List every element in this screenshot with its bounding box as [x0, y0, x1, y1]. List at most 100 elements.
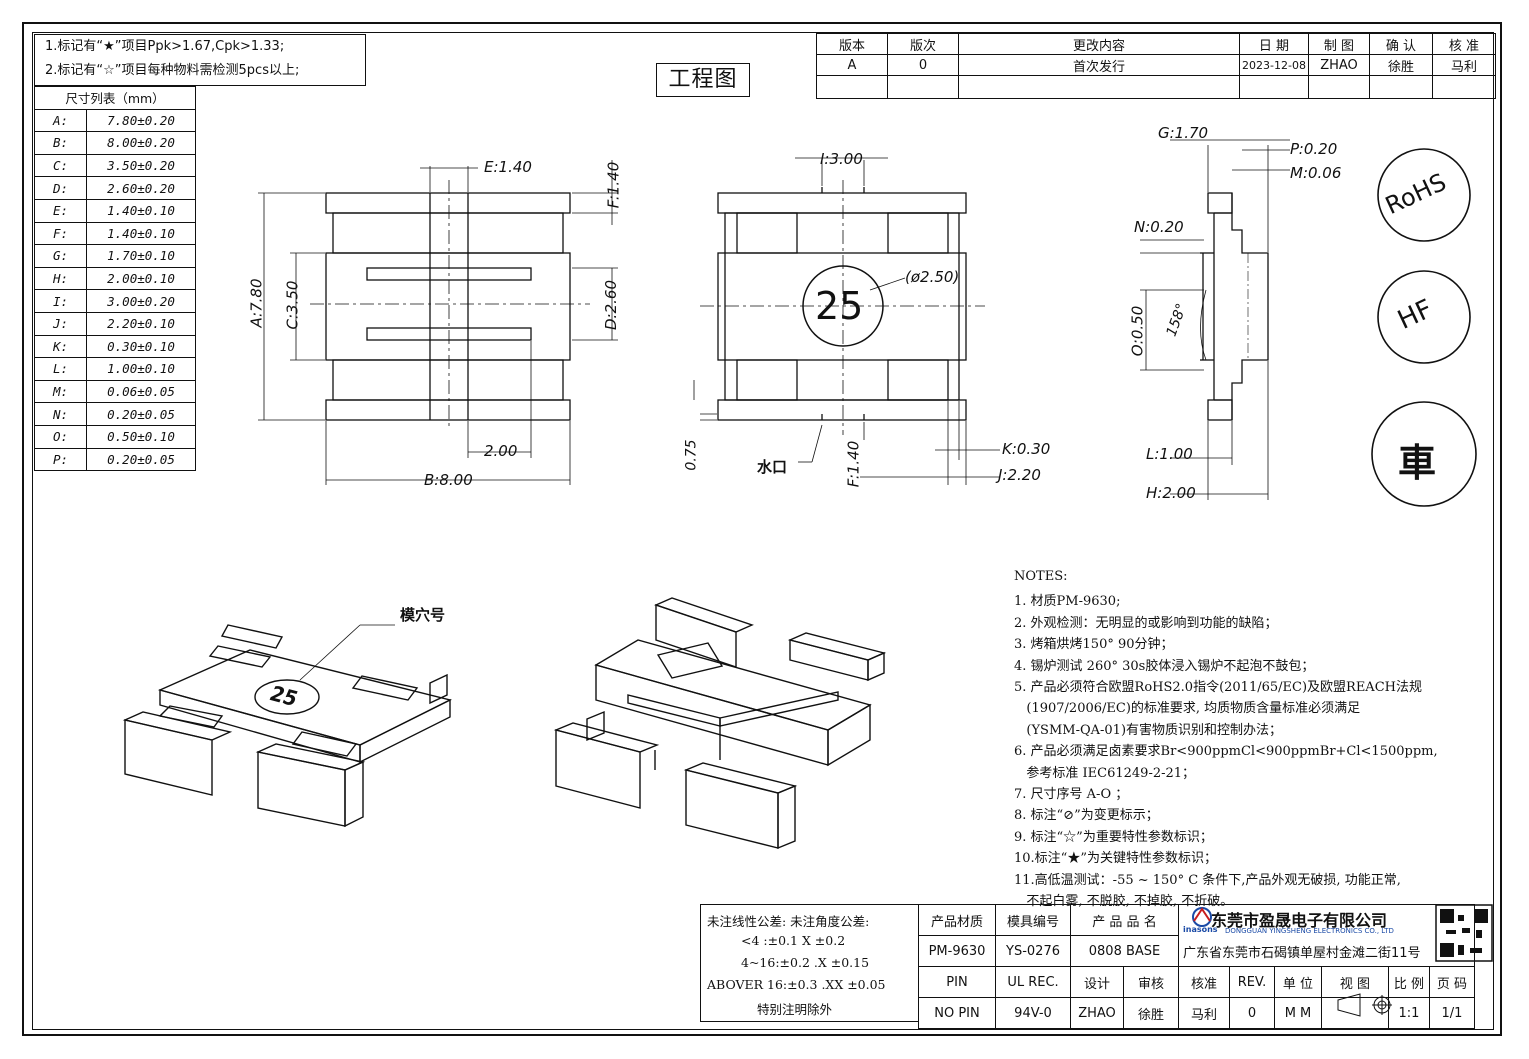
note-item: 11.高低温测试：-55 ~ 150° C 条件下,产品外观无破损, 功能正常, [1014, 872, 1401, 888]
note-item: 6. 产品必须满足卤素要求Br<900ppmCl<900ppmBr+Cl<150… [1014, 744, 1438, 760]
dimension-value: 0.06±0.05 [86, 379, 196, 404]
tb-h-material: 产品材质 [918, 904, 996, 936]
tb-name: 0808 BASE [1070, 935, 1179, 967]
note-item: 1. 材质PM-9630; [1014, 594, 1121, 610]
note-item: 4. 锡炉测试 260° 30s胶体浸入锡炉不起泡不鼓包； [1014, 658, 1315, 674]
dimension-value: 1.40±0.10 [86, 198, 196, 223]
tb-h-pin: PIN [918, 966, 996, 998]
dim-n: N:0.20 [1134, 218, 1184, 236]
dim-p: P:0.20 [1290, 140, 1338, 158]
tb-h-scale: 比 例 [1388, 966, 1430, 998]
dim-i: I:3.00 [820, 150, 863, 168]
dim-a: A:7.80 [247, 278, 266, 328]
dimension-value: 3.50±0.20 [86, 153, 196, 178]
tb-h-name: 产 品 品 名 [1070, 904, 1179, 936]
dim-2-00: 2.00 [484, 442, 518, 460]
dim-m: M:0.06 [1290, 164, 1342, 182]
tb-material: PM-9630 [918, 935, 996, 967]
rev-approve: 马利 [1432, 54, 1496, 76]
dimension-value: 0.50±0.10 [86, 424, 196, 449]
tolerance-block: 未注线性公差: 未注角度公差: <4 :±0.1 X ±0.2 4~16:±0.… [700, 904, 918, 1022]
dimension-value: 0.20±0.05 [86, 402, 196, 426]
dimension-row: M:0.06±0.05 [34, 379, 196, 404]
dim-f-front: F:1.40 [604, 161, 623, 209]
requirement-2: 2.标记有“☆”项目每种物料需检测5pcs以上; [45, 63, 300, 78]
drawing-inner-border [32, 32, 1494, 1030]
drawing-title: 工程图 [656, 63, 750, 97]
side-view [1140, 139, 1290, 500]
title-block: 产品材质 模具编号 产 品 品 名 东莞市盈晟电子有限公司 inasons DO… [918, 904, 1475, 1029]
dimension-row: E:1.40±0.10 [34, 198, 196, 223]
dimension-row: G:1.70±0.10 [34, 244, 196, 268]
tb-h-mold: 模具编号 [995, 904, 1071, 936]
rev-header-change: 更改内容 [958, 33, 1240, 55]
note-item: (YSMM-QA-01)有害物质识别和控制办法； [1014, 722, 1283, 738]
tb-ul: 94V-0 [995, 997, 1071, 1029]
tb-h-unit: 单 位 [1274, 966, 1322, 998]
tb-h-view: 视 图 [1321, 966, 1389, 998]
tb-rev: 0 [1229, 997, 1275, 1029]
dim-phi: (ø2.50) [905, 268, 960, 286]
dimension-key: G: [34, 244, 87, 268]
rev-drawn: ZHAO [1308, 54, 1370, 76]
cavity-number-bottom: 25 [815, 284, 864, 328]
bottom-view [693, 157, 1000, 485]
company-name-en: DONGGUAN YINGSHENG ELECTRONICS CO., LTD [1225, 927, 1394, 935]
tolerance-lt4: <4 :±0.1 X ±0.2 [741, 933, 846, 948]
note-item: 3. 烤箱烘烤150° 90分钟； [1014, 637, 1174, 653]
dim-o: O:0.50 [1128, 305, 1147, 357]
requirement-1: 1.标记有“★”项目Ppk>1.67,Cpk>1.33; [45, 39, 285, 54]
rev-header-edition: 版次 [887, 33, 959, 55]
gate-label: 水口 [757, 458, 788, 476]
dim-j: J:2.20 [998, 466, 1041, 484]
iso-view-top [122, 624, 453, 828]
dimension-value: 1.00±0.10 [86, 357, 196, 381]
dimension-row: P:0.20±0.05 [34, 447, 196, 472]
tb-h-approve: 核准 [1178, 966, 1230, 998]
note-item: 5. 产品必须符合欧盟RoHS2.0指令(2011/65/EC)及欧盟REACH… [1014, 680, 1422, 696]
tb-h-design: 设计 [1070, 966, 1124, 998]
dim-e: E:1.40 [484, 158, 532, 176]
tb-design: ZHAO [1070, 997, 1124, 1029]
dimension-row: B:8.00±0.20 [34, 131, 196, 155]
requirements-box: 1.标记有“★”项目Ppk>1.67,Cpk>1.33; 2.标记有“☆”项目每… [34, 34, 366, 86]
dim-c: C:3.50 [283, 280, 302, 330]
dim-g: G:1.70 [1158, 124, 1209, 142]
note-item: 2. 外观检测：无明显的或影响到功能的缺陷； [1014, 615, 1278, 631]
tb-pin: NO PIN [918, 997, 996, 1029]
tb-review: 徐胜 [1123, 997, 1179, 1029]
dimension-row: J:2.20±0.10 [34, 311, 196, 336]
dimension-value: 2.60±0.20 [86, 176, 196, 200]
notes-section: NOTES: 1. 材质PM-9630; 2. 外观检测：无明显的或影响到功能的缺… [1014, 566, 1438, 913]
dim-0-75: 0.75 [683, 439, 700, 471]
tolerance-4-16: 4~16:±0.2 .X ±0.15 [741, 955, 870, 970]
tb-scale: 1:1 [1388, 997, 1430, 1029]
note-item: 10.标注“★”为关键特性参数标识； [1014, 851, 1217, 867]
tb-h-ul: UL REC. [995, 966, 1071, 998]
tb-mold: YS-0276 [995, 935, 1071, 967]
tolerance-heading: 未注线性公差: 未注角度公差: [707, 914, 870, 929]
company-logo-text: inasons [1183, 925, 1218, 934]
rev-header-drawn: 制 图 [1308, 33, 1370, 55]
dimension-row: N:0.20±0.05 [34, 402, 196, 426]
dimension-table-header: 尺寸列表（mm） [34, 86, 196, 110]
tolerance-note: 特别注明除外 [757, 1002, 833, 1017]
tb-unit: M M [1274, 997, 1322, 1029]
dimension-row: L:1.00±0.10 [34, 357, 196, 381]
tb-h-rev: REV. [1229, 966, 1275, 998]
tb-h-page: 页 码 [1429, 966, 1475, 998]
notes-title: NOTES: [1014, 569, 1068, 584]
dim-k: K:0.30 [1002, 440, 1051, 458]
compliance-marks [1371, 148, 1477, 507]
dim-d: D:2.60 [602, 279, 621, 331]
dim-b: B:8.00 [424, 471, 473, 489]
company-name: 东莞市盈晟电子有限公司 [1211, 911, 1388, 930]
note-item: 参考标准 IEC61249-2-21； [1014, 765, 1196, 781]
dim-l: L:1.00 [1146, 445, 1193, 463]
company-address: 广东省东莞市石碣镇单屋村金滩二街11号 [1183, 946, 1421, 961]
revision-table: 版本 版次 更改内容 日 期 制 图 确 认 核 准 A 0 首次发行 2023… [816, 33, 1496, 99]
note-item: 7. 尺寸序号 A-O ； [1014, 787, 1129, 803]
iso-view-bottom [553, 597, 887, 850]
